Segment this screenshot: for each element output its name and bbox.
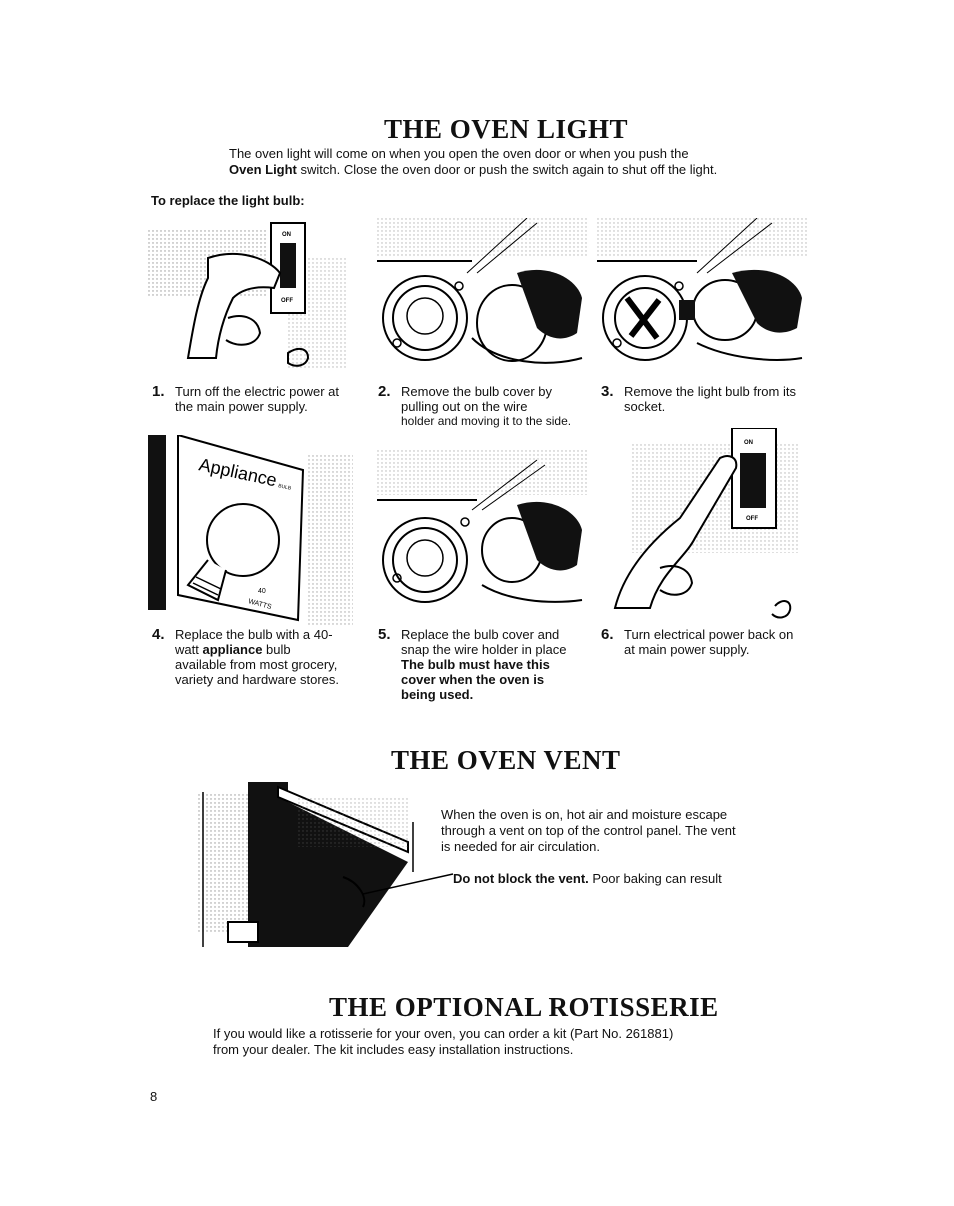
step-text-post: bulb available from most grocery, variet… [175,642,340,687]
illustration-replace-cover [377,450,587,620]
step-3: 3. Remove the light bulb from its socket… [601,384,806,414]
step-text-pre: Replace the bulb with a 40-watt [175,627,333,657]
step-text-plain: Replace the bulb cover and snap the wire… [401,627,567,657]
step-number: 4. [152,626,165,643]
intro-bold-oven-light: Oven Light [229,162,297,177]
oven-vent-warning: Do not block the vent. Poor baking can r… [453,871,722,886]
vent-warning-rest: Poor baking can result [588,871,722,886]
replace-bulb-subheading: To replace the light bulb: [151,193,305,208]
vent-warning-bold: Do not block the vent. [453,871,589,886]
step-text: Turn electrical power back on at main po… [624,627,794,657]
switch-off-label: OFF [746,516,758,522]
switch-on-label: ON [282,232,291,238]
step-warning-bold: The bulb must have this cover when the o… [401,657,550,702]
step-text: Remove the bulb cover by pulling out on … [401,384,553,414]
oven-light-intro: The oven light will come on when you ope… [229,146,789,178]
intro-line-2: switch. Close the oven door or push the … [296,162,718,177]
page-number: 8 [150,1089,158,1104]
rotisserie-line-2: from your dealer. The kit includes easy … [213,1042,574,1057]
illustration-remove-bulb [597,218,807,378]
rotisserie-text: If you would like a rotisserie for your … [213,1026,773,1058]
section-title-rotisserie: THE OPTIONAL ROTISSERIE [329,992,719,1022]
step-text: Replace the bulb with a 40-watt applianc… [175,627,340,687]
bulb-box-small-label: BULB [278,483,293,492]
step-4: 4. Replace the bulb with a 40-watt appli… [152,627,352,687]
step-number: 1. [152,383,165,400]
illustration-appliance-bulb: Appliance BULB 40 WATTS [148,435,353,625]
step-text-bold: appliance [202,642,263,657]
step-6: 6. Turn electrical power back on at main… [601,627,806,657]
rotisserie-line-1: If you would like a rotisserie for your … [213,1026,674,1041]
step-2: 2. Remove the bulb cover by pulling out … [378,384,588,429]
step-1: 1. Turn off the electric power at the ma… [152,384,352,414]
step-number: 5. [378,626,391,643]
illustration-switch-off: ON OFF [148,218,353,378]
section-title-oven-light: THE OVEN LIGHT [384,114,629,144]
step-text: Remove the light bulb from its socket. [624,384,796,414]
oven-vent-text: When the oven is on, hot air and moistur… [441,807,736,854]
bulb-watts-number: 40 [258,588,266,595]
illustration-switch-on: ON OFF [600,428,805,623]
step-number: 2. [378,383,391,400]
intro-line-1: The oven light will come on when you ope… [229,146,689,161]
section-title-oven-vent: THE OVEN VENT [391,745,621,775]
step-5: 5. Replace the bulb cover and snap the w… [378,627,588,702]
step-text-continued: holder and moving it to the side. [401,414,572,428]
illustration-remove-cover [377,218,587,378]
switch-off-label: OFF [281,298,293,304]
step-number: 6. [601,626,614,643]
step-number: 3. [601,383,614,400]
step-text: Replace the bulb cover and snap the wire… [401,627,581,702]
step-text: Turn off the electric power at the main … [175,384,340,414]
illustration-oven-vent [198,782,458,952]
switch-on-label: ON [744,440,753,446]
